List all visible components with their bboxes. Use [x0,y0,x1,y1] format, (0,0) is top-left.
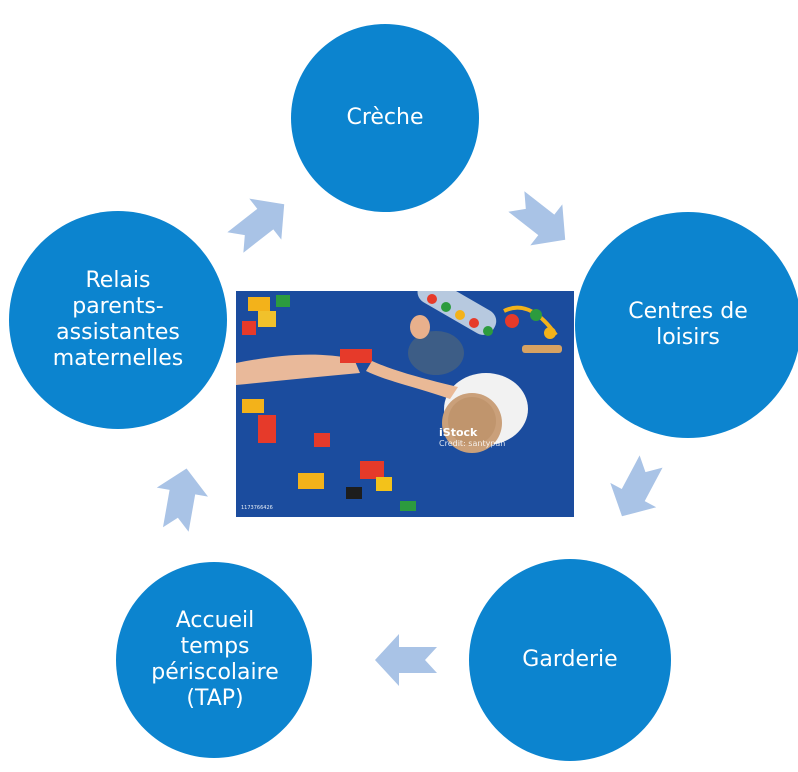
node-garderie-circle [469,559,671,761]
block [248,297,270,311]
node-centres-de-loisirs-circle [575,212,798,438]
watermark-brand: iStock [439,426,478,439]
baby-foot [410,315,430,339]
block [242,321,256,335]
baby-leg [408,331,464,375]
adult-arm [236,354,360,385]
center-photo: iStock Credit: santypan 1173766426 [236,291,574,517]
block [298,473,324,489]
arrow-relais-to-creche [227,198,285,253]
block [276,295,290,307]
block [340,349,372,363]
arrow-garderie-to-accueil [375,634,437,686]
block [376,477,392,491]
watermark: iStock Credit: santypan [439,427,505,449]
node-creche-circle [291,24,479,212]
baby-arm [366,361,458,399]
block [242,399,264,413]
block [360,461,384,479]
block [258,311,276,327]
block [258,415,276,443]
node-accueil-tap-circle [116,562,312,758]
arrow-accueil-to-relais [156,468,208,532]
watermark-credit: Credit: santypan [439,439,506,448]
block [346,487,362,499]
block [314,433,330,447]
node-relais-circle [9,211,227,429]
block [400,501,416,511]
arrow-centres-to-garderie [610,455,663,517]
stock-id: 1173766426 [241,505,273,511]
arrow-creche-to-centres [508,191,566,246]
